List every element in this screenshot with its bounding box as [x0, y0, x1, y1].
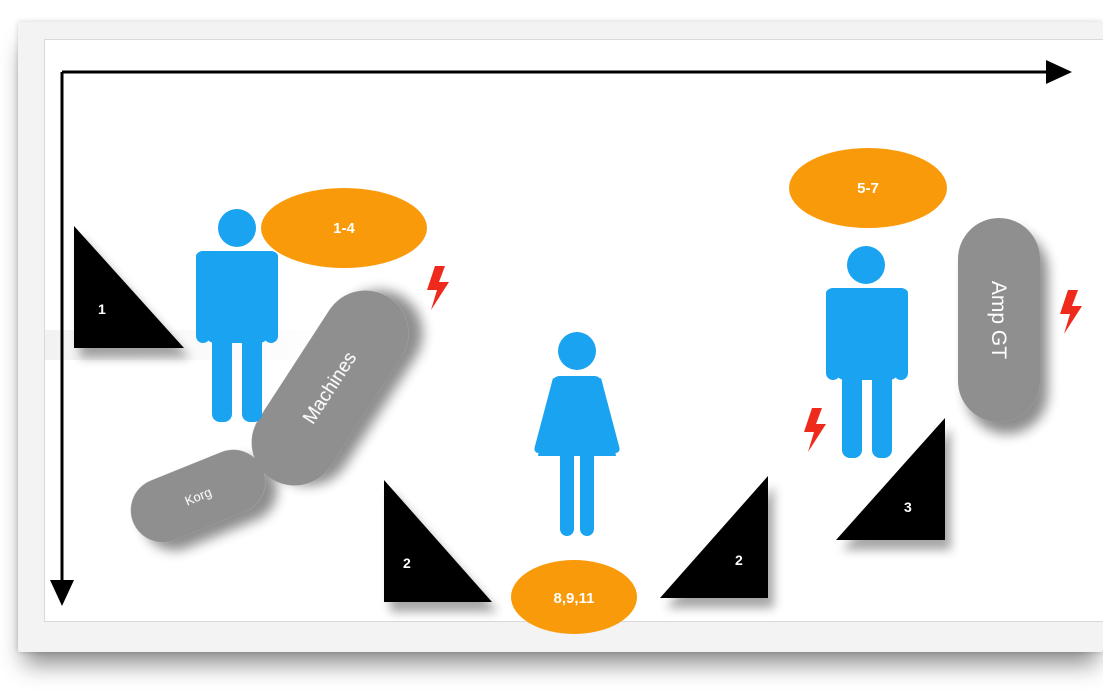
speaker-wedge-3: 3 — [836, 418, 945, 540]
monitor-label: 5-7 — [857, 180, 879, 197]
speaker-wedge-2: 2 — [384, 480, 492, 602]
speaker-wedge-1: 1 — [74, 226, 184, 348]
speaker-number: 3 — [904, 499, 912, 515]
monitor-mix-8-9-11: 8,9,11 — [511, 560, 637, 634]
power-outlet-icon — [427, 266, 449, 310]
male-person-icon — [196, 209, 278, 422]
equipment-label: Amp GT — [987, 281, 1010, 359]
female-person-icon — [534, 332, 620, 536]
monitor-label: 1-4 — [333, 220, 355, 237]
speaker-number: 2 — [735, 552, 743, 568]
equipment-korg: Korg — [130, 449, 266, 543]
power-outlet-icon — [1060, 290, 1082, 334]
monitor-label: 8,9,11 — [554, 590, 595, 607]
speaker-number: 1 — [98, 301, 106, 317]
male-person-icon — [826, 246, 908, 458]
monitor-mix-1-4: 1-4 — [261, 188, 427, 268]
equipment-amp-gt: Amp GT — [958, 218, 1040, 422]
arrow-icon — [50, 60, 1072, 606]
equipment-machines: Machines — [251, 290, 409, 486]
power-outlet-icon — [804, 408, 826, 452]
speaker-number: 2 — [403, 555, 411, 571]
speaker-wedge-2b: 2 — [660, 476, 768, 598]
monitor-mix-5-7: 5-7 — [789, 148, 947, 228]
